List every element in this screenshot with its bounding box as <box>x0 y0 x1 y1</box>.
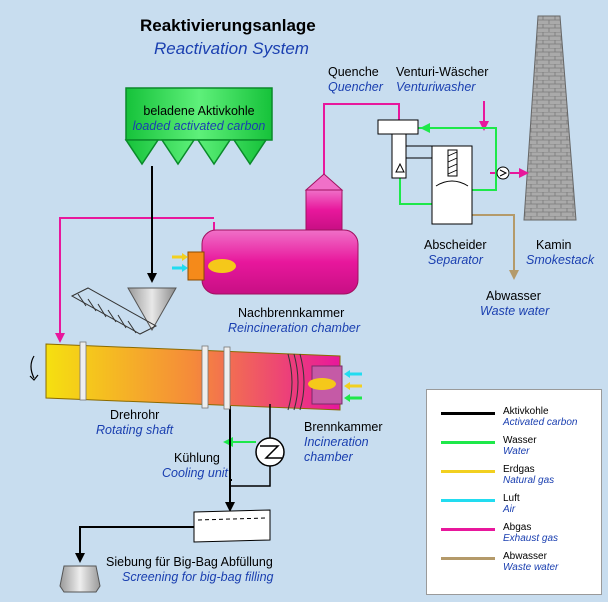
legend-swatch <box>441 412 495 415</box>
legend-item: Wasser Water <box>427 435 601 463</box>
legend-label-en: Activated carbon <box>503 417 578 428</box>
cooling-unit <box>230 404 285 487</box>
legend-label-de: Abgas <box>503 522 532 533</box>
legend-label-de: Luft <box>503 493 520 504</box>
legend-swatch <box>441 499 495 502</box>
venturi-label-en: Venturiwasher <box>396 80 476 94</box>
smokestack-label-en: Smokestack <box>526 253 595 267</box>
rotating-kiln <box>29 341 343 411</box>
legend-swatch <box>441 557 495 560</box>
legend-swatch <box>441 528 495 531</box>
screening-label-de: Siebung für Big-Bag Abfüllung <box>106 555 273 569</box>
smokestack <box>523 15 577 221</box>
legend: Aktivkohle Activated carbon Wasser Water… <box>426 389 602 595</box>
big-bag <box>59 565 101 593</box>
reincineration-chamber <box>172 173 359 295</box>
venturi-label-de: Venturi-Wäscher <box>396 65 489 79</box>
cooling-label-de: Kühlung <box>174 451 220 465</box>
legend-item: Abwasser Waste water <box>427 551 601 579</box>
legend-label-en: Natural gas <box>503 475 555 486</box>
waste-water-line <box>472 214 519 280</box>
legend-item: Luft Air <box>427 493 601 521</box>
screening-label-en: Screening for big-bag filling <box>122 570 274 584</box>
waste-water-label-en: Waste water <box>480 304 550 318</box>
afterburner-label-de: Nachbrennkammer <box>238 306 345 320</box>
separator-label-de: Abscheider <box>424 238 487 252</box>
quencher-label-de: Quenche <box>328 65 379 79</box>
legend-swatch <box>441 441 495 444</box>
legend-item: Erdgas Natural gas <box>427 464 601 492</box>
legend-item: Abgas Exhaust gas <box>427 522 601 550</box>
water-lines <box>223 123 497 447</box>
legend-label-en: Exhaust gas <box>503 533 559 544</box>
title-de: Reaktivierungsanlage <box>140 16 316 35</box>
legend-label-en: Waste water <box>503 562 559 573</box>
separator-unit <box>406 145 473 225</box>
cooling-label-en: Cooling unit <box>162 466 229 480</box>
legend-label-de: Wasser <box>503 435 537 446</box>
legend-label-en: Water <box>503 446 530 457</box>
fan-icon <box>496 166 510 180</box>
legend-item: Aktivkohle Activated carbon <box>427 406 601 434</box>
quencher-label-en: Quencher <box>328 80 383 94</box>
carbon-lines <box>75 166 235 563</box>
legend-swatch <box>441 470 495 473</box>
title-en: Reactivation System <box>154 39 309 58</box>
afterburner-label-en: Reincineration chamber <box>228 321 361 335</box>
screw-conveyor <box>70 287 158 335</box>
incineration-label-de: Brennkammer <box>304 420 383 434</box>
separator-label-en: Separator <box>428 253 483 267</box>
smokestack-label-de: Kamin <box>536 238 572 252</box>
burner-feed-arrows <box>344 370 362 402</box>
rotating-shaft-label-de: Drehrohr <box>110 408 160 422</box>
legend-label-de: Aktivkohle <box>503 406 549 417</box>
carbon-hopper <box>124 87 273 166</box>
hopper-label-en: loaded activated carbon <box>132 119 266 133</box>
screening-unit <box>193 509 271 543</box>
rotating-shaft-label-en: Rotating shaft <box>96 423 174 437</box>
feed-cone <box>127 287 177 332</box>
incineration-label-en2: chamber <box>304 450 353 464</box>
legend-label-en: Air <box>503 504 516 515</box>
waste-water-label-de: Abwasser <box>486 289 541 303</box>
incineration-label-en: Incineration <box>304 435 369 449</box>
hopper-label-de: beladene Aktivkohle <box>143 104 255 118</box>
quencher-unit <box>377 119 419 179</box>
legend-label-de: Erdgas <box>503 464 535 475</box>
legend-label-de: Abwasser <box>503 551 547 562</box>
